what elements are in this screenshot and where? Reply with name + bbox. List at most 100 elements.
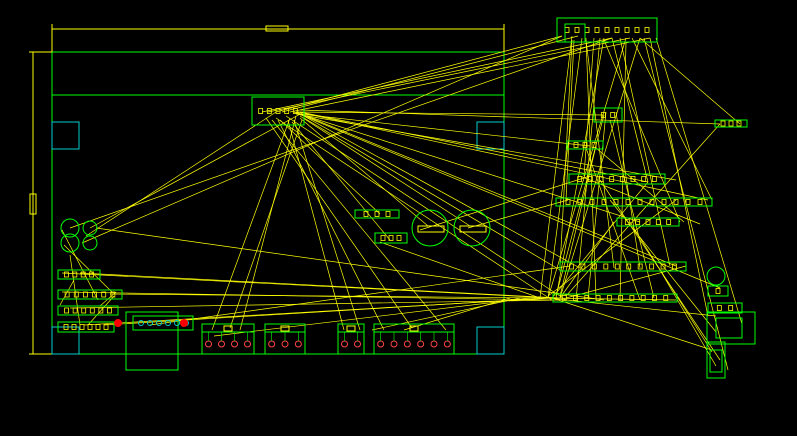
ratsnest-line — [275, 35, 563, 113]
connector-pad — [685, 199, 691, 205]
connector-pad — [83, 291, 88, 298]
square-outline-icon — [51, 326, 80, 355]
ratsnest-line — [403, 297, 511, 331]
circle-outline-icon — [82, 220, 98, 236]
connector-pad — [174, 320, 180, 326]
connector-pad — [619, 176, 625, 182]
connector-block-icon — [57, 289, 123, 300]
ratsnest-line — [59, 279, 75, 306]
ratsnest-line — [585, 37, 597, 299]
circle-outline-icon — [82, 235, 98, 251]
connector-pad — [673, 199, 679, 205]
connector-block-icon — [568, 173, 666, 185]
ratsnest-line — [299, 113, 591, 147]
ratsnest-line — [629, 221, 713, 353]
terminal-pin — [430, 340, 438, 348]
connector-pad — [107, 307, 112, 314]
ratsnest-line — [213, 297, 531, 337]
terminal-outline — [337, 323, 365, 355]
connector-block-icon — [556, 17, 658, 43]
connector-pad — [573, 142, 579, 148]
ratsnest-line — [609, 199, 717, 333]
connector-outline — [616, 217, 680, 227]
ratsnest-line — [149, 265, 571, 326]
connector-pad — [89, 307, 95, 314]
square-outline-icon — [476, 121, 505, 150]
connector-pad — [716, 305, 722, 311]
terminal-block-icon — [264, 323, 306, 355]
ratsnest-line — [81, 35, 563, 244]
connector-pad — [655, 219, 661, 225]
top-dimension-label-box — [265, 25, 289, 32]
terminal-block-icon — [201, 323, 255, 355]
ratsnest-line — [69, 299, 561, 309]
red-dot-icon — [114, 319, 122, 327]
connector-pad — [651, 176, 657, 182]
connector-block-icon — [593, 107, 623, 123]
ratsnest-line — [595, 147, 685, 223]
ratsnest-line — [371, 297, 521, 331]
ratsnest-line — [279, 119, 381, 215]
square-outline-icon — [51, 121, 80, 150]
connector-pad — [587, 176, 593, 182]
connector-pad — [591, 142, 597, 148]
connector-outline — [57, 289, 123, 300]
mounting-holes — [51, 121, 505, 355]
terminal-label-pad — [280, 325, 290, 332]
ratsnest-line — [303, 117, 561, 271]
connector-block-icon — [714, 119, 748, 128]
connector-pad — [147, 320, 153, 326]
connector-outline — [132, 315, 194, 331]
connector-pad — [613, 199, 619, 205]
ratsnest-line — [299, 113, 581, 269]
connector-pad — [649, 263, 655, 270]
ratsnest-line — [611, 37, 649, 183]
connector-pad — [101, 291, 107, 298]
connector-pad — [577, 176, 583, 182]
terminal-pin — [377, 340, 385, 348]
connector-outline — [564, 23, 586, 43]
connector-pad — [637, 199, 643, 205]
connector-block-icon — [616, 217, 680, 227]
terminal-pin — [268, 340, 276, 348]
connector-outline — [125, 311, 179, 371]
connector-pad — [258, 108, 264, 114]
ratsnest-line — [539, 35, 573, 299]
connector-outline — [566, 140, 604, 150]
connector-pad — [577, 199, 583, 205]
connector-pad — [606, 295, 612, 301]
connector-pad — [626, 263, 632, 270]
square-outline-icon — [476, 326, 505, 355]
connector-pad — [595, 295, 601, 301]
connector-pad — [660, 263, 666, 270]
connector-pad — [603, 263, 609, 270]
connector-pad — [388, 235, 394, 241]
connector-outline — [706, 311, 756, 345]
connector-pad — [64, 307, 69, 314]
circle-outline-icon — [453, 209, 491, 247]
connector-pad — [103, 324, 109, 330]
ratsnest-line — [79, 272, 561, 299]
connector-pad — [609, 176, 615, 182]
ratsnest-line — [299, 109, 721, 125]
connector-pad — [601, 199, 607, 205]
terminal-label-pad — [223, 325, 233, 332]
connector-pad — [580, 263, 586, 270]
ratsnest-line — [579, 175, 701, 225]
connector-pad — [649, 199, 655, 205]
ratsnest-line — [211, 117, 291, 331]
connector-pad — [584, 27, 590, 33]
red-dot-icon — [180, 319, 188, 327]
capacitor-pad — [459, 225, 487, 233]
connector-pad — [165, 320, 171, 326]
ratsnest-line — [267, 37, 631, 113]
ratsnest-line — [85, 111, 277, 237]
connector-pad — [666, 219, 672, 225]
ratsnest-line — [291, 121, 391, 241]
left-dimension-label-box — [29, 193, 37, 215]
connector-outline — [354, 209, 400, 219]
ratsnest-line — [559, 221, 615, 299]
connector-pad — [634, 27, 640, 33]
